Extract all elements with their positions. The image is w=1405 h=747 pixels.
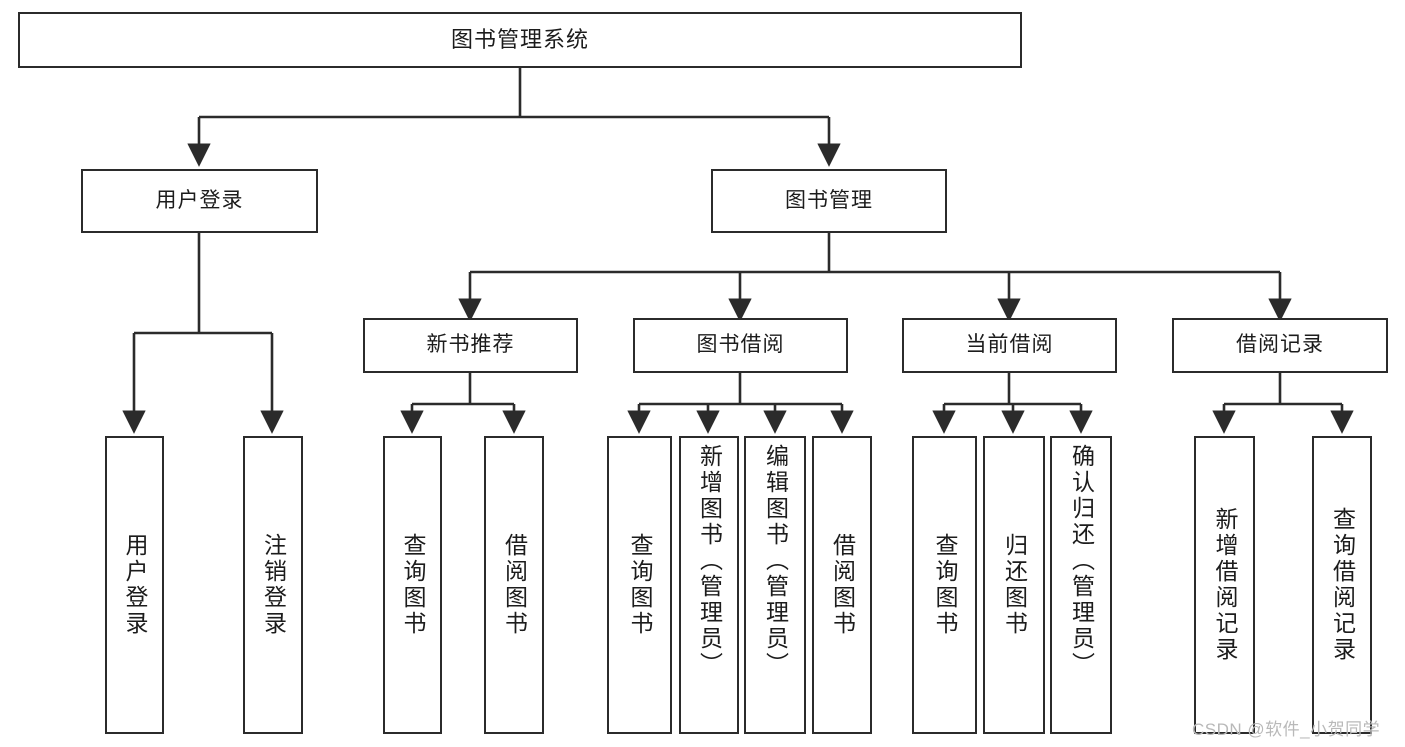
node-leaf-logout-label: 注销登录: [260, 533, 287, 637]
node-leaf-borrow-book-2[interactable]: 借阅图书: [812, 436, 872, 734]
node-leaf-query-book-1[interactable]: 查询图书: [383, 436, 442, 734]
node-leaf-confirm-return-label: 确认归还（管理员）: [1068, 444, 1095, 678]
node-leaf-user-login[interactable]: 用户登录: [105, 436, 164, 734]
node-leaf-borrow-book-1[interactable]: 借阅图书: [484, 436, 544, 734]
node-user-login[interactable]: 用户登录: [81, 169, 318, 233]
node-book-manage-label: 图书管理: [785, 188, 873, 212]
node-current-borrow-label: 当前借阅: [965, 333, 1054, 357]
node-leaf-query-book-2[interactable]: 查询图书: [607, 436, 672, 734]
node-book-manage[interactable]: 图书管理: [711, 169, 947, 233]
node-leaf-query-book-2-label: 查询图书: [627, 533, 653, 637]
node-leaf-query-record-label: 查询借阅记录: [1329, 507, 1356, 663]
node-leaf-logout[interactable]: 注销登录: [243, 436, 303, 734]
node-leaf-edit-book[interactable]: 编辑图书（管理员）: [744, 436, 806, 734]
node-leaf-borrow-book-1-label: 借阅图书: [501, 533, 528, 637]
node-leaf-add-book[interactable]: 新增图书（管理员）: [679, 436, 739, 734]
node-leaf-confirm-return[interactable]: 确认归还（管理员）: [1050, 436, 1112, 734]
node-leaf-return-book[interactable]: 归还图书: [983, 436, 1045, 734]
node-current-borrow[interactable]: 当前借阅: [902, 318, 1117, 373]
node-leaf-query-book-1-label: 查询图书: [400, 533, 426, 637]
csdn-watermark: CSDN @软件_小贺同学: [1192, 720, 1381, 739]
node-root-label: 图书管理系统: [450, 26, 589, 52]
node-leaf-query-record[interactable]: 查询借阅记录: [1312, 436, 1372, 734]
node-leaf-user-login-label: 用户登录: [122, 533, 148, 637]
node-leaf-edit-book-label: 编辑图书（管理员）: [762, 444, 789, 678]
node-borrow-record-label: 借阅记录: [1236, 333, 1324, 357]
node-leaf-query-book-3[interactable]: 查询图书: [912, 436, 977, 734]
node-new-book-recommend-label: 新书推荐: [426, 333, 515, 357]
node-leaf-add-book-label: 新增图书（管理员）: [696, 444, 723, 678]
node-root[interactable]: 图书管理系统: [18, 12, 1022, 68]
node-leaf-add-record-label: 新增借阅记录: [1212, 507, 1238, 663]
node-leaf-return-book-label: 归还图书: [1001, 533, 1028, 637]
node-book-borrow[interactable]: 图书借阅: [633, 318, 848, 373]
node-book-borrow-label: 图书借阅: [696, 333, 785, 357]
node-leaf-borrow-book-2-label: 借阅图书: [829, 533, 856, 637]
node-leaf-query-book-3-label: 查询图书: [932, 533, 958, 637]
node-user-login-label: 用户登录: [155, 188, 244, 212]
node-new-book-recommend[interactable]: 新书推荐: [363, 318, 578, 373]
node-leaf-add-record[interactable]: 新增借阅记录: [1194, 436, 1255, 734]
node-borrow-record[interactable]: 借阅记录: [1172, 318, 1388, 373]
